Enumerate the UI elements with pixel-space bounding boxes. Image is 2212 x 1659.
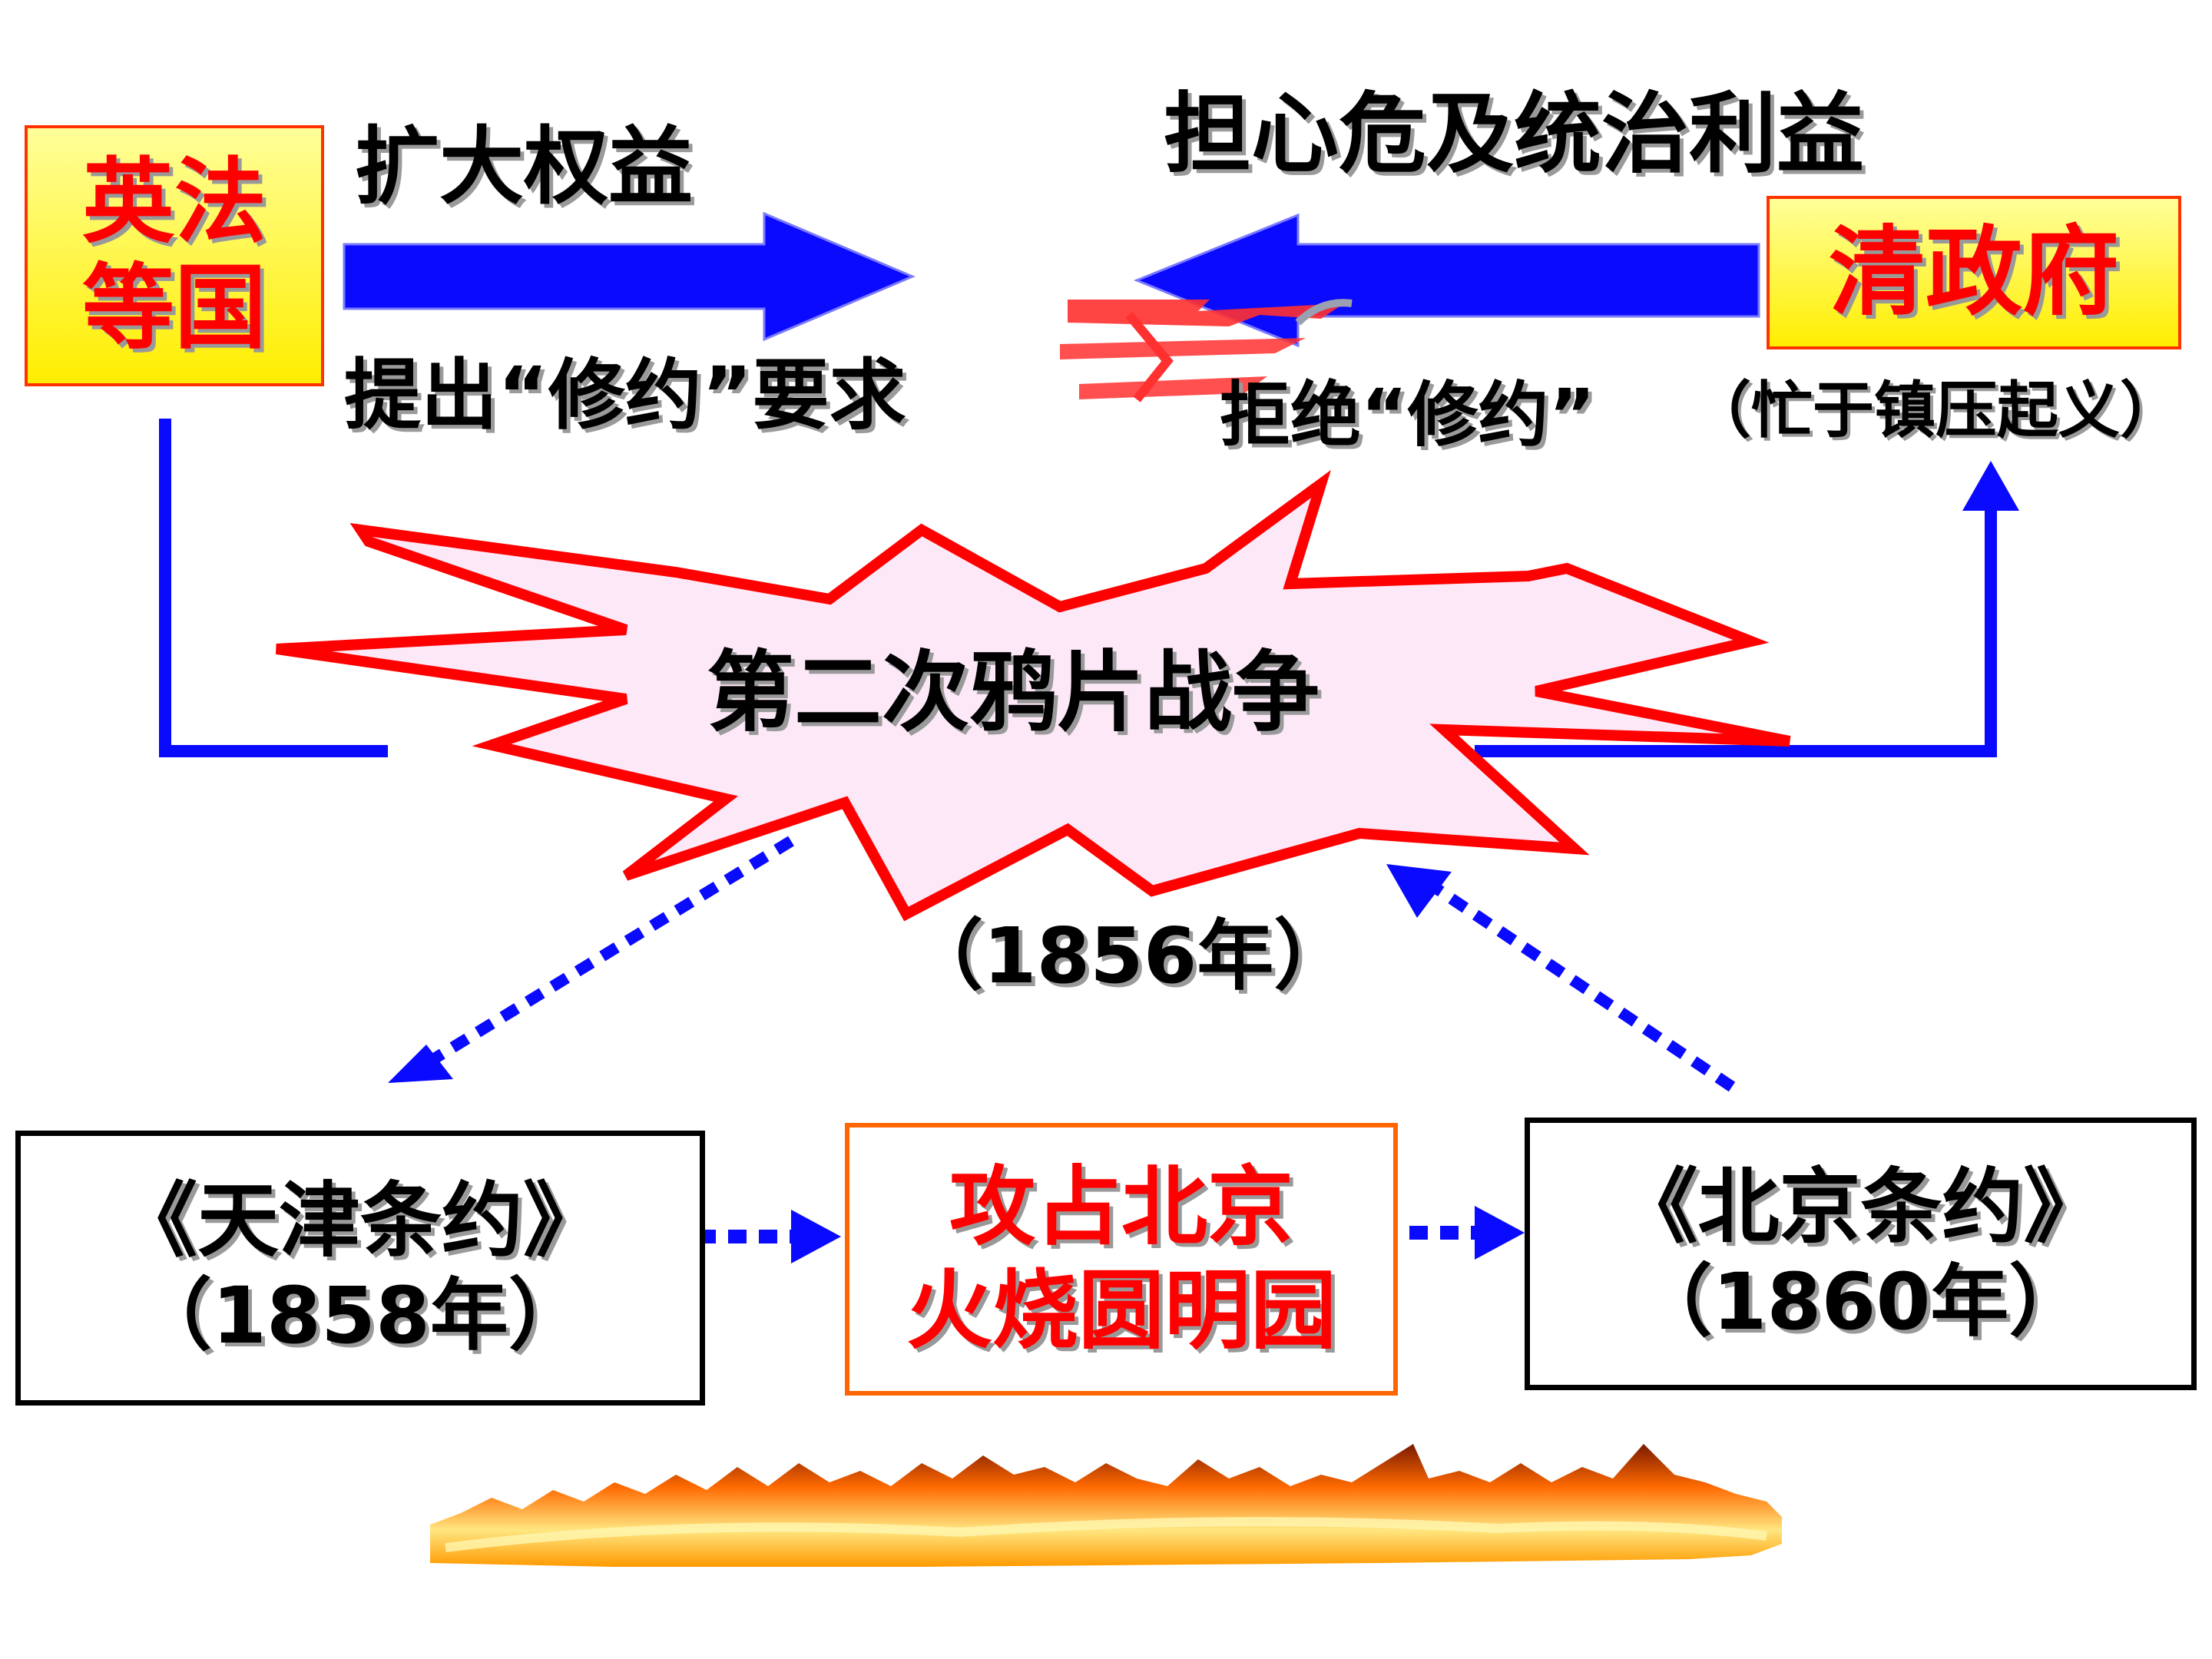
qing-government-box: 清政府 xyxy=(1767,196,2181,349)
arrow-tianjin-to-attack xyxy=(667,1210,841,1263)
attack-beijing-box: 攻占北京 火烧圆明园 xyxy=(845,1123,1398,1396)
tianjin-treaty-box: 《天津条约》 （1858年） xyxy=(15,1131,705,1406)
britain-france-box: 英法 等国 xyxy=(25,125,324,386)
arrow-beijing-treaty-to-war xyxy=(1386,864,1736,1092)
arrow-expand-rights xyxy=(343,211,916,342)
refuse-revision-label: 拒绝“修约” xyxy=(1220,374,1595,456)
tianjin-treaty-year: （1858年） xyxy=(134,1270,587,1363)
expand-rights-label: 扩大权益 xyxy=(355,118,693,216)
war-year-label: （1856年） xyxy=(906,911,1351,1001)
war-burst-shape xyxy=(276,469,1791,922)
arrow-war-to-tianjin xyxy=(388,836,794,1083)
tianjin-treaty-title: 《天津条约》 xyxy=(116,1174,604,1269)
feedback-loop-connector xyxy=(159,419,2019,757)
war-label: 第二次鸦片战争 xyxy=(707,641,1320,743)
arrow-attack-to-beijing-treaty xyxy=(1348,1206,1525,1260)
beijing-treaty-title: 《北京条约》 xyxy=(1616,1159,2105,1254)
attack-beijing-line2: 火烧圆明园 xyxy=(906,1260,1336,1361)
beijing-treaty-box: 《北京条约》 （1860年） xyxy=(1525,1118,2197,1390)
clash-lightning-icon xyxy=(1060,299,1353,402)
arrow-refuse-revision xyxy=(1134,213,1760,348)
fear-interests-label: 担心危及统治利益 xyxy=(1164,83,1865,185)
attack-beijing-line1: 攻占北京 xyxy=(949,1157,1293,1258)
flame-strip-icon xyxy=(430,1444,1782,1567)
beijing-treaty-year: （1860年） xyxy=(1634,1256,2088,1348)
qing-government-label: 清政府 xyxy=(1829,215,2119,329)
busy-suppressing-label: （忙于镇压起义） xyxy=(1690,375,2181,446)
britain-france-label: 英法 等国 xyxy=(82,149,267,362)
demand-revision-label: 提出“修约”要求 xyxy=(344,350,906,440)
